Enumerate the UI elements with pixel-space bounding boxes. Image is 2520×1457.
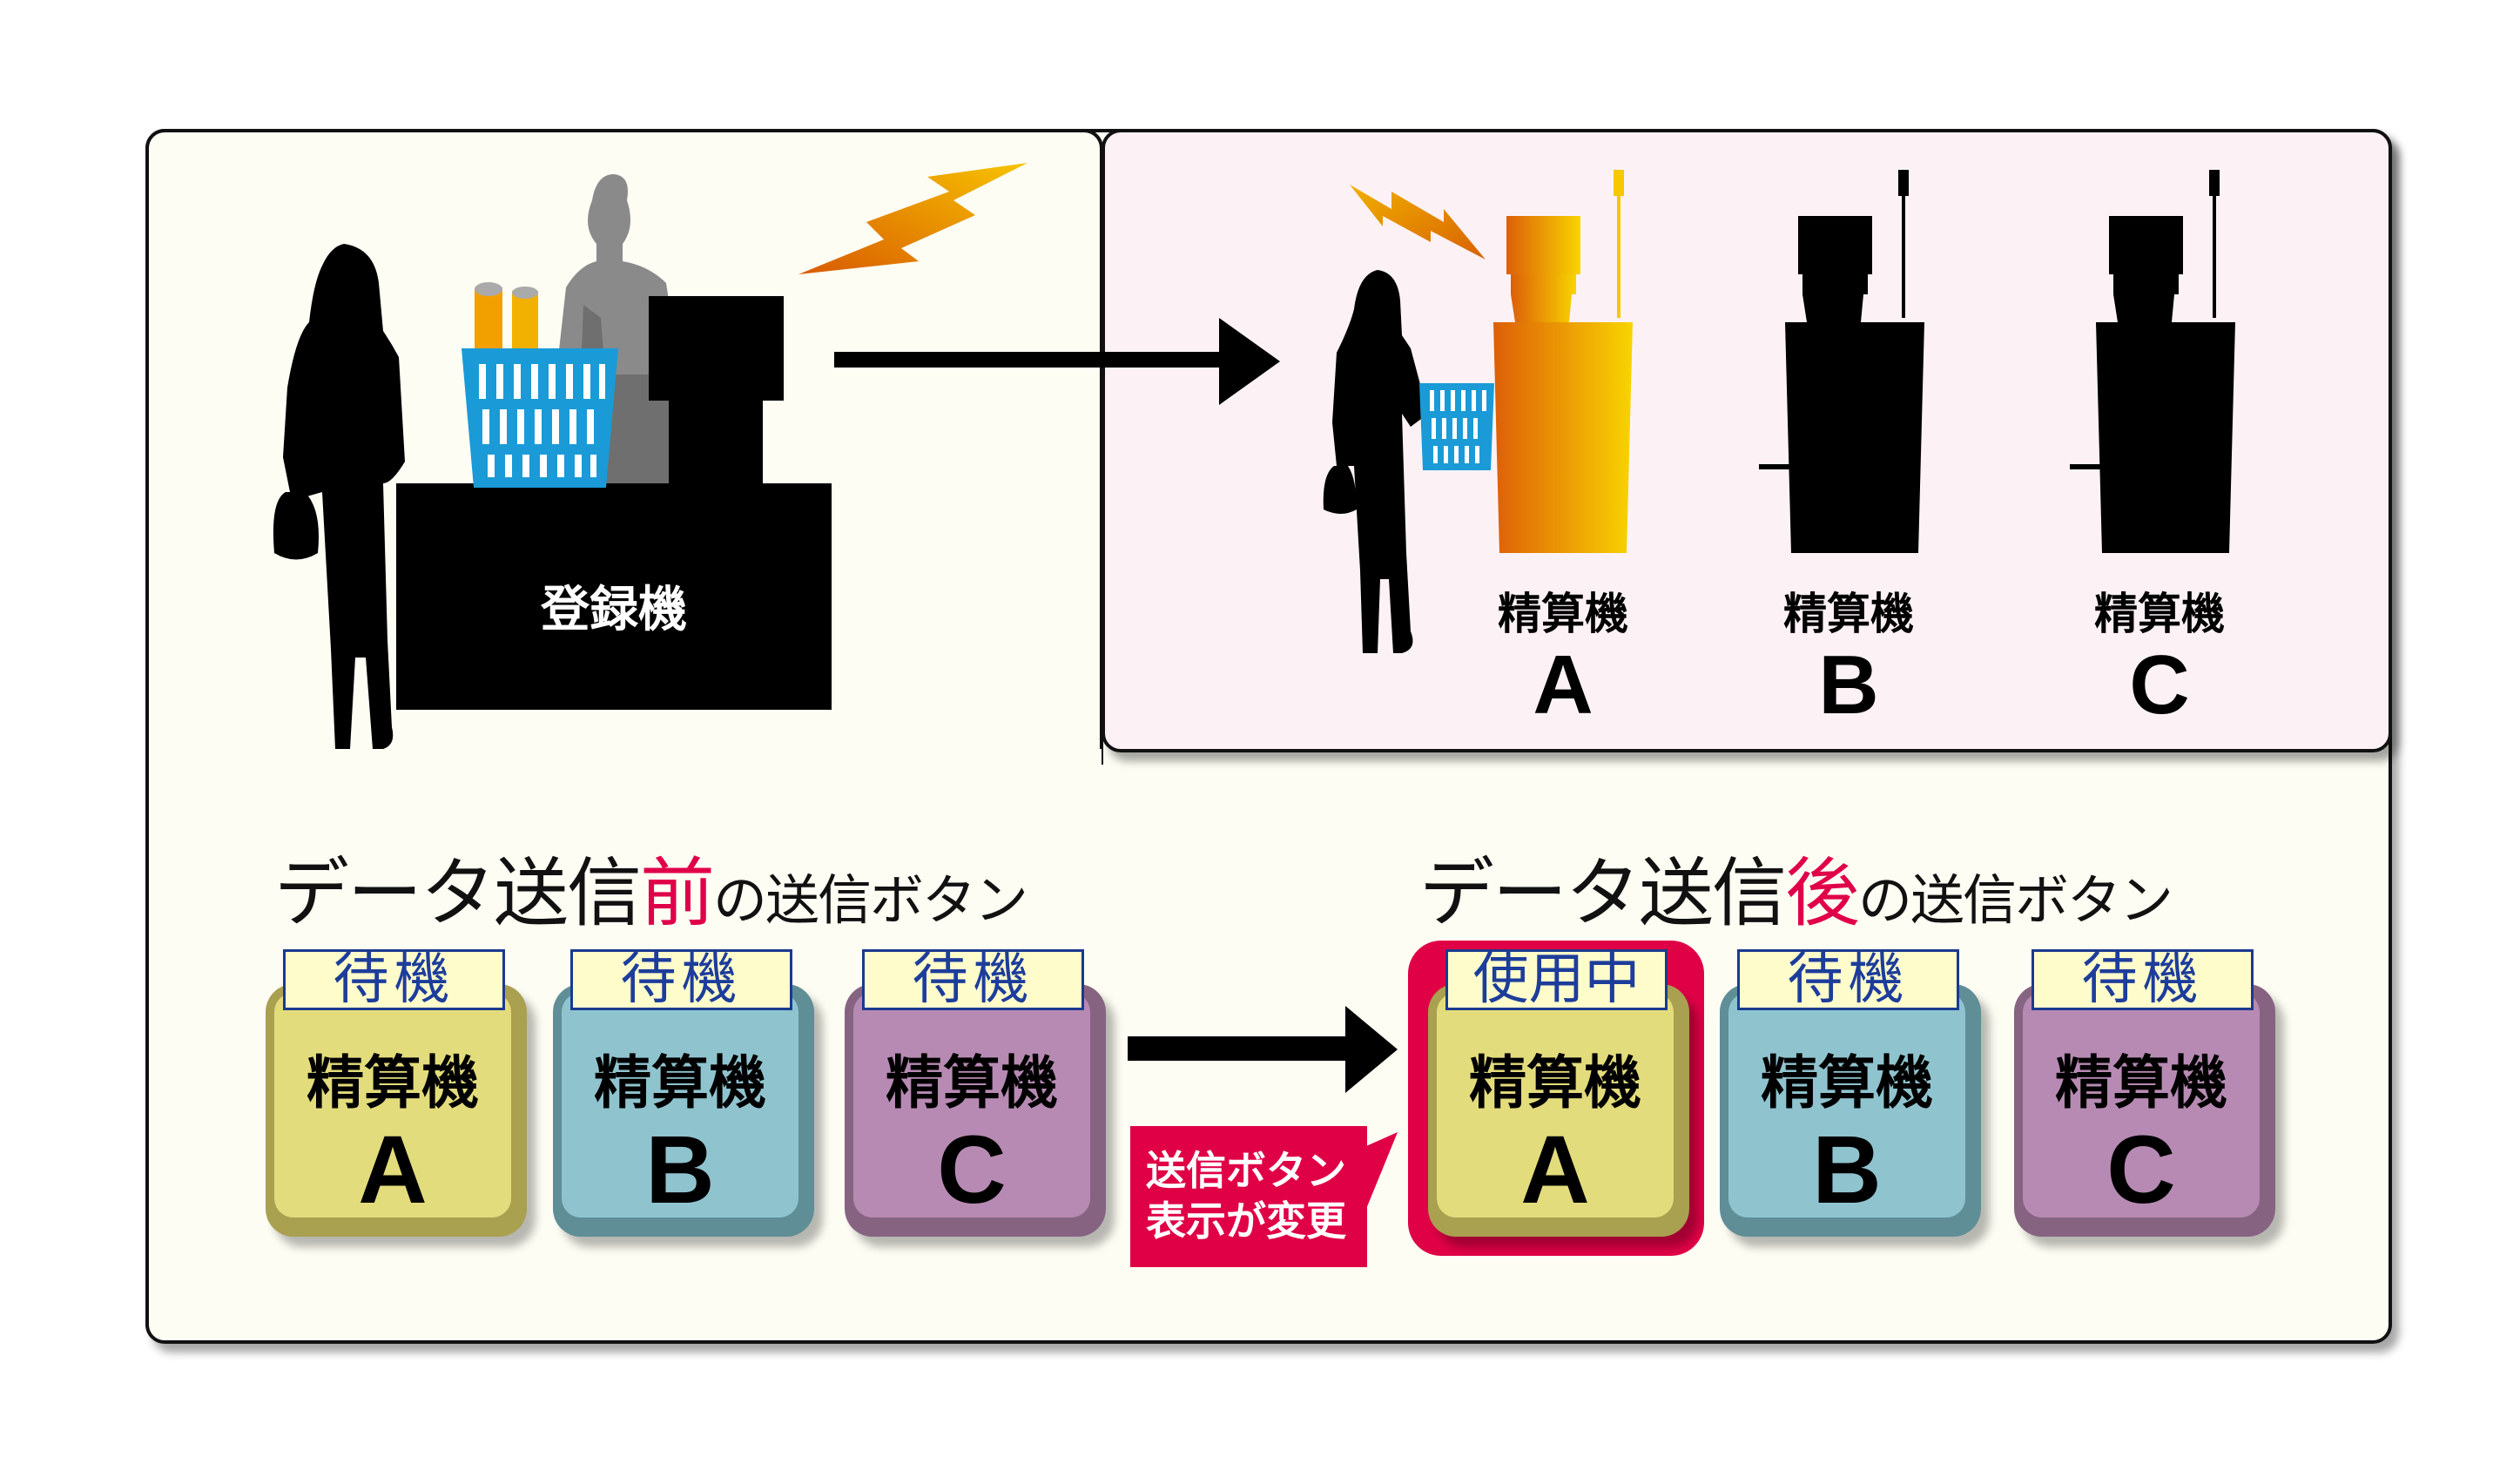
button-label: 精算機 <box>307 1049 479 1116</box>
status-badge: 待機 <box>2031 949 2254 1010</box>
button-label: 精算機 <box>594 1049 766 1116</box>
arrow-right-icon <box>834 352 1235 368</box>
heading-suffix: の送信ボタン <box>713 868 1028 932</box>
button-label: 精算機 <box>2055 1049 2227 1116</box>
heading-highlight: 後 <box>1785 850 1860 937</box>
machine-label-text: 精算機 <box>2094 589 2225 639</box>
heading-prefix: データ送信 <box>1419 850 1787 937</box>
button-face <box>853 993 1090 1218</box>
button-letter: C <box>2106 1116 2176 1224</box>
button-label: 精算機 <box>1761 1049 1933 1116</box>
callout-text: 送信ボタン 表示が変更 <box>1146 1145 1346 1246</box>
machine-letter: C <box>2129 638 2190 732</box>
before-button-a[interactable]: 待機 精算機 A <box>266 949 527 1237</box>
machine-label-text: 精算機 <box>1783 589 1914 639</box>
button-face <box>274 993 511 1218</box>
checkout-machine-a-label: 精算機 A <box>1480 579 1646 729</box>
checkout-machine-icon <box>2070 170 2235 553</box>
checkout-machine-b-label: 精算機 B <box>1766 579 1931 729</box>
callout-note: 送信ボタン 表示が変更 <box>1130 1126 1367 1267</box>
register-stand <box>669 401 763 488</box>
checkout-machine-c-label: 精算機 C <box>2077 579 2242 729</box>
status-badge: 待機 <box>862 949 1084 1010</box>
shopping-basket-icon <box>1419 383 1494 470</box>
after-button-a[interactable]: 使用中 精算機 A <box>1428 949 1689 1237</box>
before-heading: データ送信前の送信ボタン <box>274 832 1028 941</box>
before-button-c[interactable]: 待機 精算機 C <box>845 949 1106 1237</box>
status-badge: 待機 <box>570 949 792 1010</box>
button-letter: C <box>937 1116 1007 1224</box>
callout-line-2: 表示が変更 <box>1146 1197 1346 1245</box>
heading-suffix: の送信ボタン <box>1858 868 2173 932</box>
woman-silhouette-icon <box>273 244 405 749</box>
checkout-machine-icon <box>1759 170 1924 553</box>
status-badge: 使用中 <box>1445 949 1668 1010</box>
heading-prefix: データ送信 <box>274 850 642 937</box>
lightning-bolt-icon <box>798 163 1028 274</box>
register-label: 登録機 <box>541 582 687 638</box>
arrow-right-icon <box>1128 1036 1345 1061</box>
checkout-machine-icon <box>1493 170 1633 553</box>
register-counter: 登録機 <box>396 483 832 710</box>
after-heading: データ送信後の送信ボタン <box>1419 832 2173 941</box>
woman-silhouette-icon <box>1323 270 1428 653</box>
button-face <box>1728 993 1965 1218</box>
callout-line-1: 送信ボタン <box>1146 1147 1346 1194</box>
callout-pointer <box>1358 1132 1398 1228</box>
machine-label-text: 精算機 <box>1498 589 1628 639</box>
status-badge: 待機 <box>1737 949 1959 1010</box>
machine-letter: A <box>1533 638 1594 732</box>
button-letter: A <box>1520 1116 1590 1224</box>
arrow-head <box>1219 318 1280 405</box>
status-badge: 待機 <box>283 949 505 1010</box>
button-label: 精算機 <box>886 1049 1058 1116</box>
button-label: 精算機 <box>1469 1049 1641 1116</box>
button-letter: B <box>1812 1116 1882 1224</box>
lightning-bolt-small-icon <box>1350 185 1486 260</box>
button-face <box>562 993 798 1218</box>
heading-highlight: 前 <box>640 850 715 937</box>
button-face <box>2023 993 2260 1218</box>
panel-joint <box>149 749 1102 775</box>
button-face <box>1437 993 1674 1218</box>
shopping-basket-icon <box>462 282 618 488</box>
after-button-b[interactable]: 待機 精算機 B <box>1720 949 1981 1237</box>
machine-letter: B <box>1818 638 1879 732</box>
before-button-b[interactable]: 待機 精算機 B <box>553 949 814 1237</box>
button-letter: B <box>645 1116 715 1224</box>
register-monitor <box>649 296 784 401</box>
after-button-c[interactable]: 待機 精算機 C <box>2014 949 2275 1237</box>
button-letter: A <box>358 1116 428 1224</box>
arrow-head <box>1345 1006 1398 1093</box>
